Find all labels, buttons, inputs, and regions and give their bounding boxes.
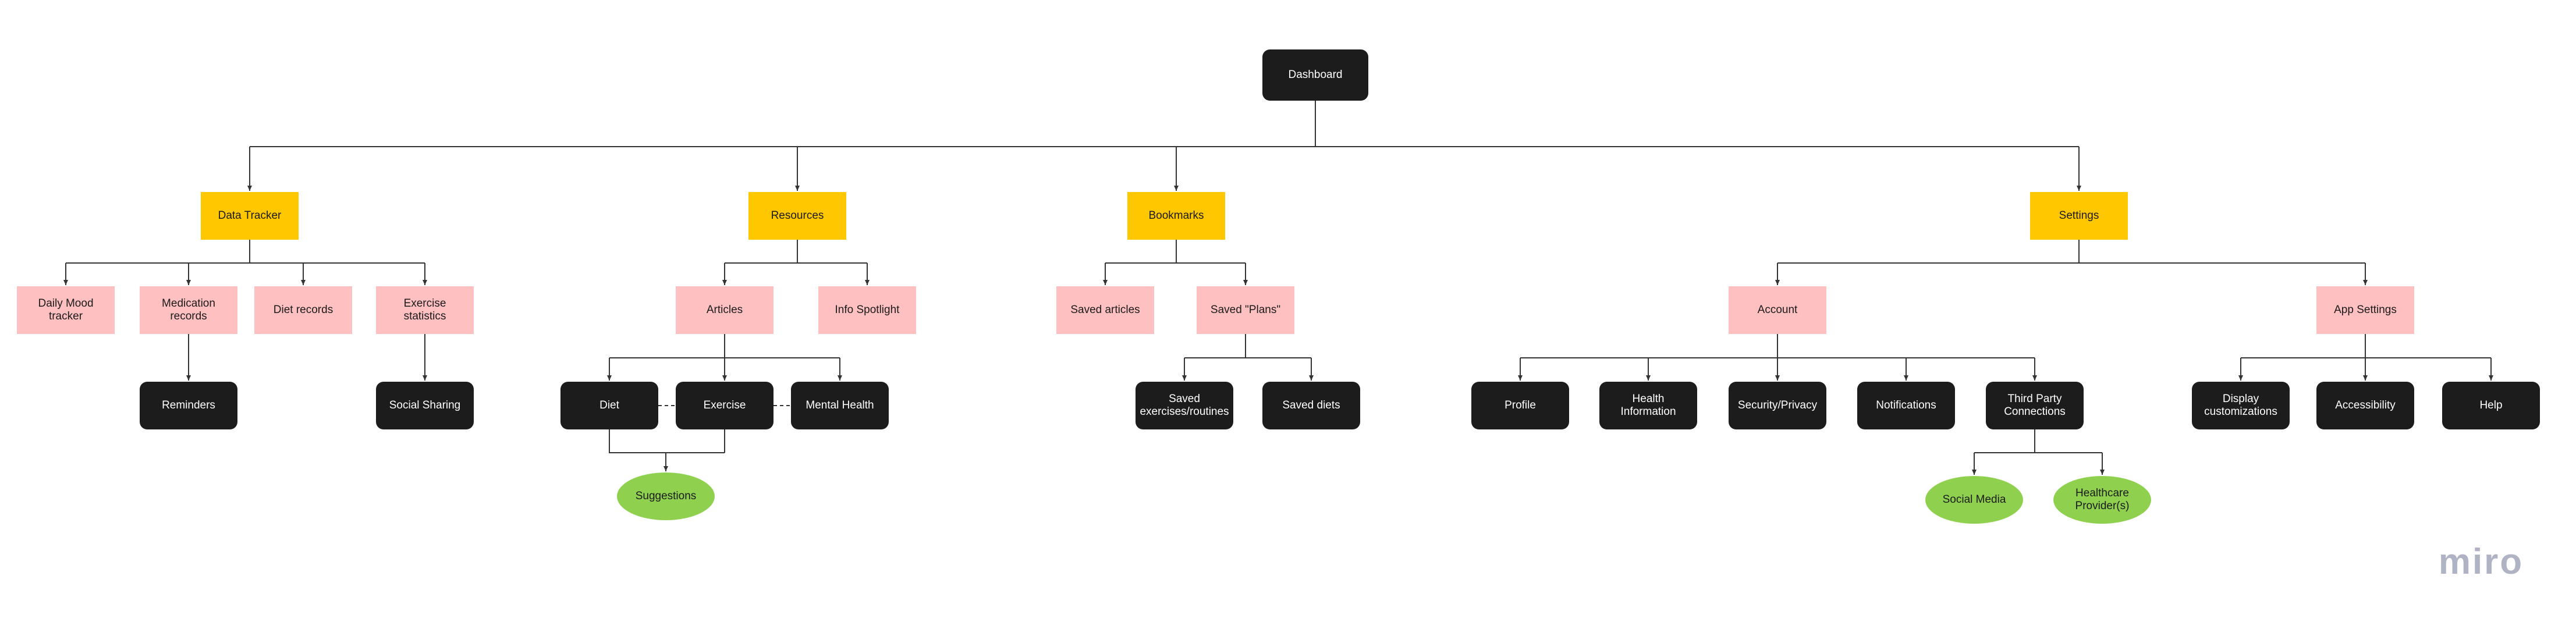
miro-logo: miro: [2438, 541, 2524, 582]
node-label: Healthcare Provider(s): [2075, 487, 2130, 512]
node-label: Diet: [599, 399, 619, 412]
node-label: Diet records: [273, 304, 333, 317]
node-social-media[interactable]: Social Media: [1925, 476, 2023, 524]
node-label: Third Party Connections: [2004, 393, 2066, 418]
node-label: Help: [2479, 399, 2503, 412]
node-label: Notifications: [1876, 399, 1936, 412]
node-medication[interactable]: Medication records: [140, 286, 237, 334]
node-label: Exercise statistics: [403, 297, 446, 322]
node-label: Bookmarks: [1148, 209, 1204, 222]
node-label: Dashboard: [1288, 69, 1343, 81]
node-data-tracker[interactable]: Data Tracker: [201, 192, 299, 240]
node-label: Saved articles: [1070, 304, 1140, 317]
node-label: Saved diets: [1282, 399, 1340, 412]
node-label: Info Spotlight: [835, 304, 900, 317]
node-label: Daily Mood tracker: [38, 297, 94, 322]
node-app-settings[interactable]: App Settings: [2316, 286, 2414, 334]
node-security[interactable]: Security/Privacy: [1729, 382, 1826, 429]
node-notifications[interactable]: Notifications: [1857, 382, 1955, 429]
node-social-sharing[interactable]: Social Sharing: [376, 382, 474, 429]
node-diet[interactable]: Diet: [560, 382, 658, 429]
node-articles[interactable]: Articles: [676, 286, 773, 334]
node-label: Resources: [771, 209, 824, 222]
node-account[interactable]: Account: [1729, 286, 1826, 334]
node-label: Reminders: [162, 399, 215, 412]
node-bookmarks[interactable]: Bookmarks: [1127, 192, 1225, 240]
node-reminders[interactable]: Reminders: [140, 382, 237, 429]
node-exercise-stats[interactable]: Exercise statistics: [376, 286, 474, 334]
node-resources[interactable]: Resources: [748, 192, 846, 240]
node-label: Accessibility: [2335, 399, 2396, 412]
node-exercise[interactable]: Exercise: [676, 382, 773, 429]
node-label: Articles: [706, 304, 743, 317]
node-diet-records[interactable]: Diet records: [254, 286, 352, 334]
node-label: Profile: [1505, 399, 1536, 412]
node-label: App Settings: [2334, 304, 2397, 317]
node-info-spotlight[interactable]: Info Spotlight: [818, 286, 916, 334]
node-label: Mental Health: [806, 399, 874, 412]
node-saved-exercises[interactable]: Saved exercises/routines: [1136, 382, 1233, 429]
node-settings[interactable]: Settings: [2030, 192, 2128, 240]
node-label: Exercise: [703, 399, 746, 412]
node-saved-diets[interactable]: Saved diets: [1262, 382, 1360, 429]
node-label: Suggestions: [635, 490, 697, 503]
node-profile[interactable]: Profile: [1471, 382, 1569, 429]
node-dashboard[interactable]: Dashboard: [1262, 49, 1368, 101]
connector-line: [609, 429, 725, 453]
node-help[interactable]: Help: [2442, 382, 2540, 429]
node-label: Saved "Plans": [1210, 304, 1281, 317]
node-healthcare[interactable]: Healthcare Provider(s): [2053, 476, 2151, 524]
node-label: Social Sharing: [389, 399, 461, 412]
node-mental-health[interactable]: Mental Health: [791, 382, 889, 429]
node-saved-articles[interactable]: Saved articles: [1056, 286, 1154, 334]
node-label: Settings: [2059, 209, 2099, 222]
node-label: Medication records: [162, 297, 215, 322]
node-label: Saved exercises/routines: [1140, 393, 1229, 418]
node-label: Data Tracker: [218, 209, 282, 222]
node-label: Account: [1757, 304, 1798, 317]
node-suggestions[interactable]: Suggestions: [617, 472, 715, 520]
node-accessibility[interactable]: Accessibility: [2316, 382, 2414, 429]
node-label: Security/Privacy: [1737, 399, 1818, 412]
node-saved-plans[interactable]: Saved "Plans": [1197, 286, 1294, 334]
node-label: Display customizations: [2204, 393, 2277, 418]
node-display[interactable]: Display customizations: [2192, 382, 2290, 429]
node-label: Health Information: [1620, 393, 1676, 418]
node-label: Social Media: [1942, 493, 2006, 506]
node-daily-mood[interactable]: Daily Mood tracker: [17, 286, 115, 334]
node-third-party[interactable]: Third Party Connections: [1986, 382, 2084, 429]
node-health-info[interactable]: Health Information: [1599, 382, 1697, 429]
